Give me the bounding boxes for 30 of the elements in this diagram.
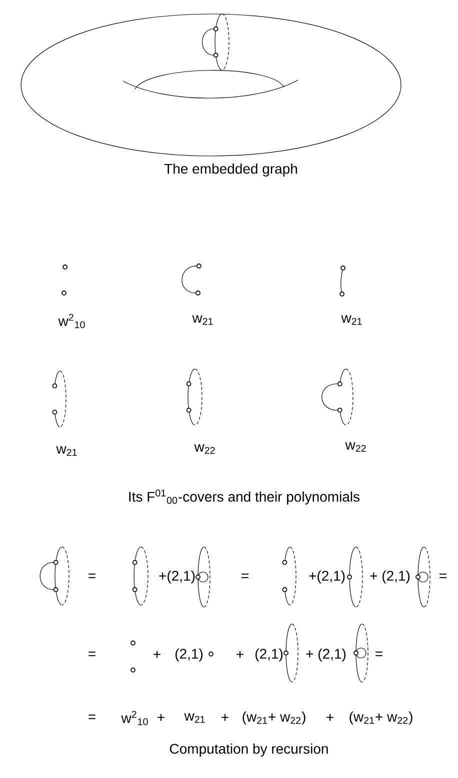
polynomial-term: w$_{21}$ [184, 713, 205, 723]
equals-sign: = [88, 574, 96, 578]
caption: The embedded graph [164, 163, 297, 177]
equals-sign: = [440, 574, 446, 578]
polynomial-label: w$_{22}$ [345, 442, 366, 452]
caption: Computation by recursion [170, 743, 328, 757]
coefficient-term: +(2,1) [159, 570, 195, 584]
equals-sign: = [88, 714, 96, 720]
plus-sign: + [236, 650, 244, 658]
coefficient: (2,1) [255, 648, 283, 662]
equals-sign: = [242, 574, 248, 578]
equals-sign: = [88, 652, 96, 656]
plus-sign: + [222, 714, 228, 721]
equals-sign: = [376, 652, 382, 656]
coefficient-term: + (2,1) [370, 570, 410, 584]
coefficient-term: +(2,1) [309, 570, 345, 584]
plus-sign: + [154, 650, 160, 658]
polynomial-label: w$_{21}$ [192, 315, 213, 325]
coefficient-term: + (2,1) [306, 648, 346, 662]
polynomial-label: w$_{21}$ [56, 446, 77, 456]
polynomial-label: w$_{21}$ [341, 315, 362, 325]
plus-sign: + [326, 714, 334, 721]
caption: Its F$^{01}$$_{00}$-covers and their polynomials [129, 490, 360, 504]
polynomial-term: w$^{2}$10 [121, 710, 148, 726]
polynomial-sum: (w$_{21}$+ w$_{22}$) [242, 711, 306, 725]
plus-sign: + [158, 714, 164, 721]
coefficient: (2,1) [175, 648, 203, 662]
polynomial-label: w$^{2}$10 [58, 314, 85, 328]
polynomial-label: w$_{22}$ [194, 444, 215, 454]
polynomial-sum: (w$_{21}$+ w$_{22}$) [350, 711, 412, 725]
